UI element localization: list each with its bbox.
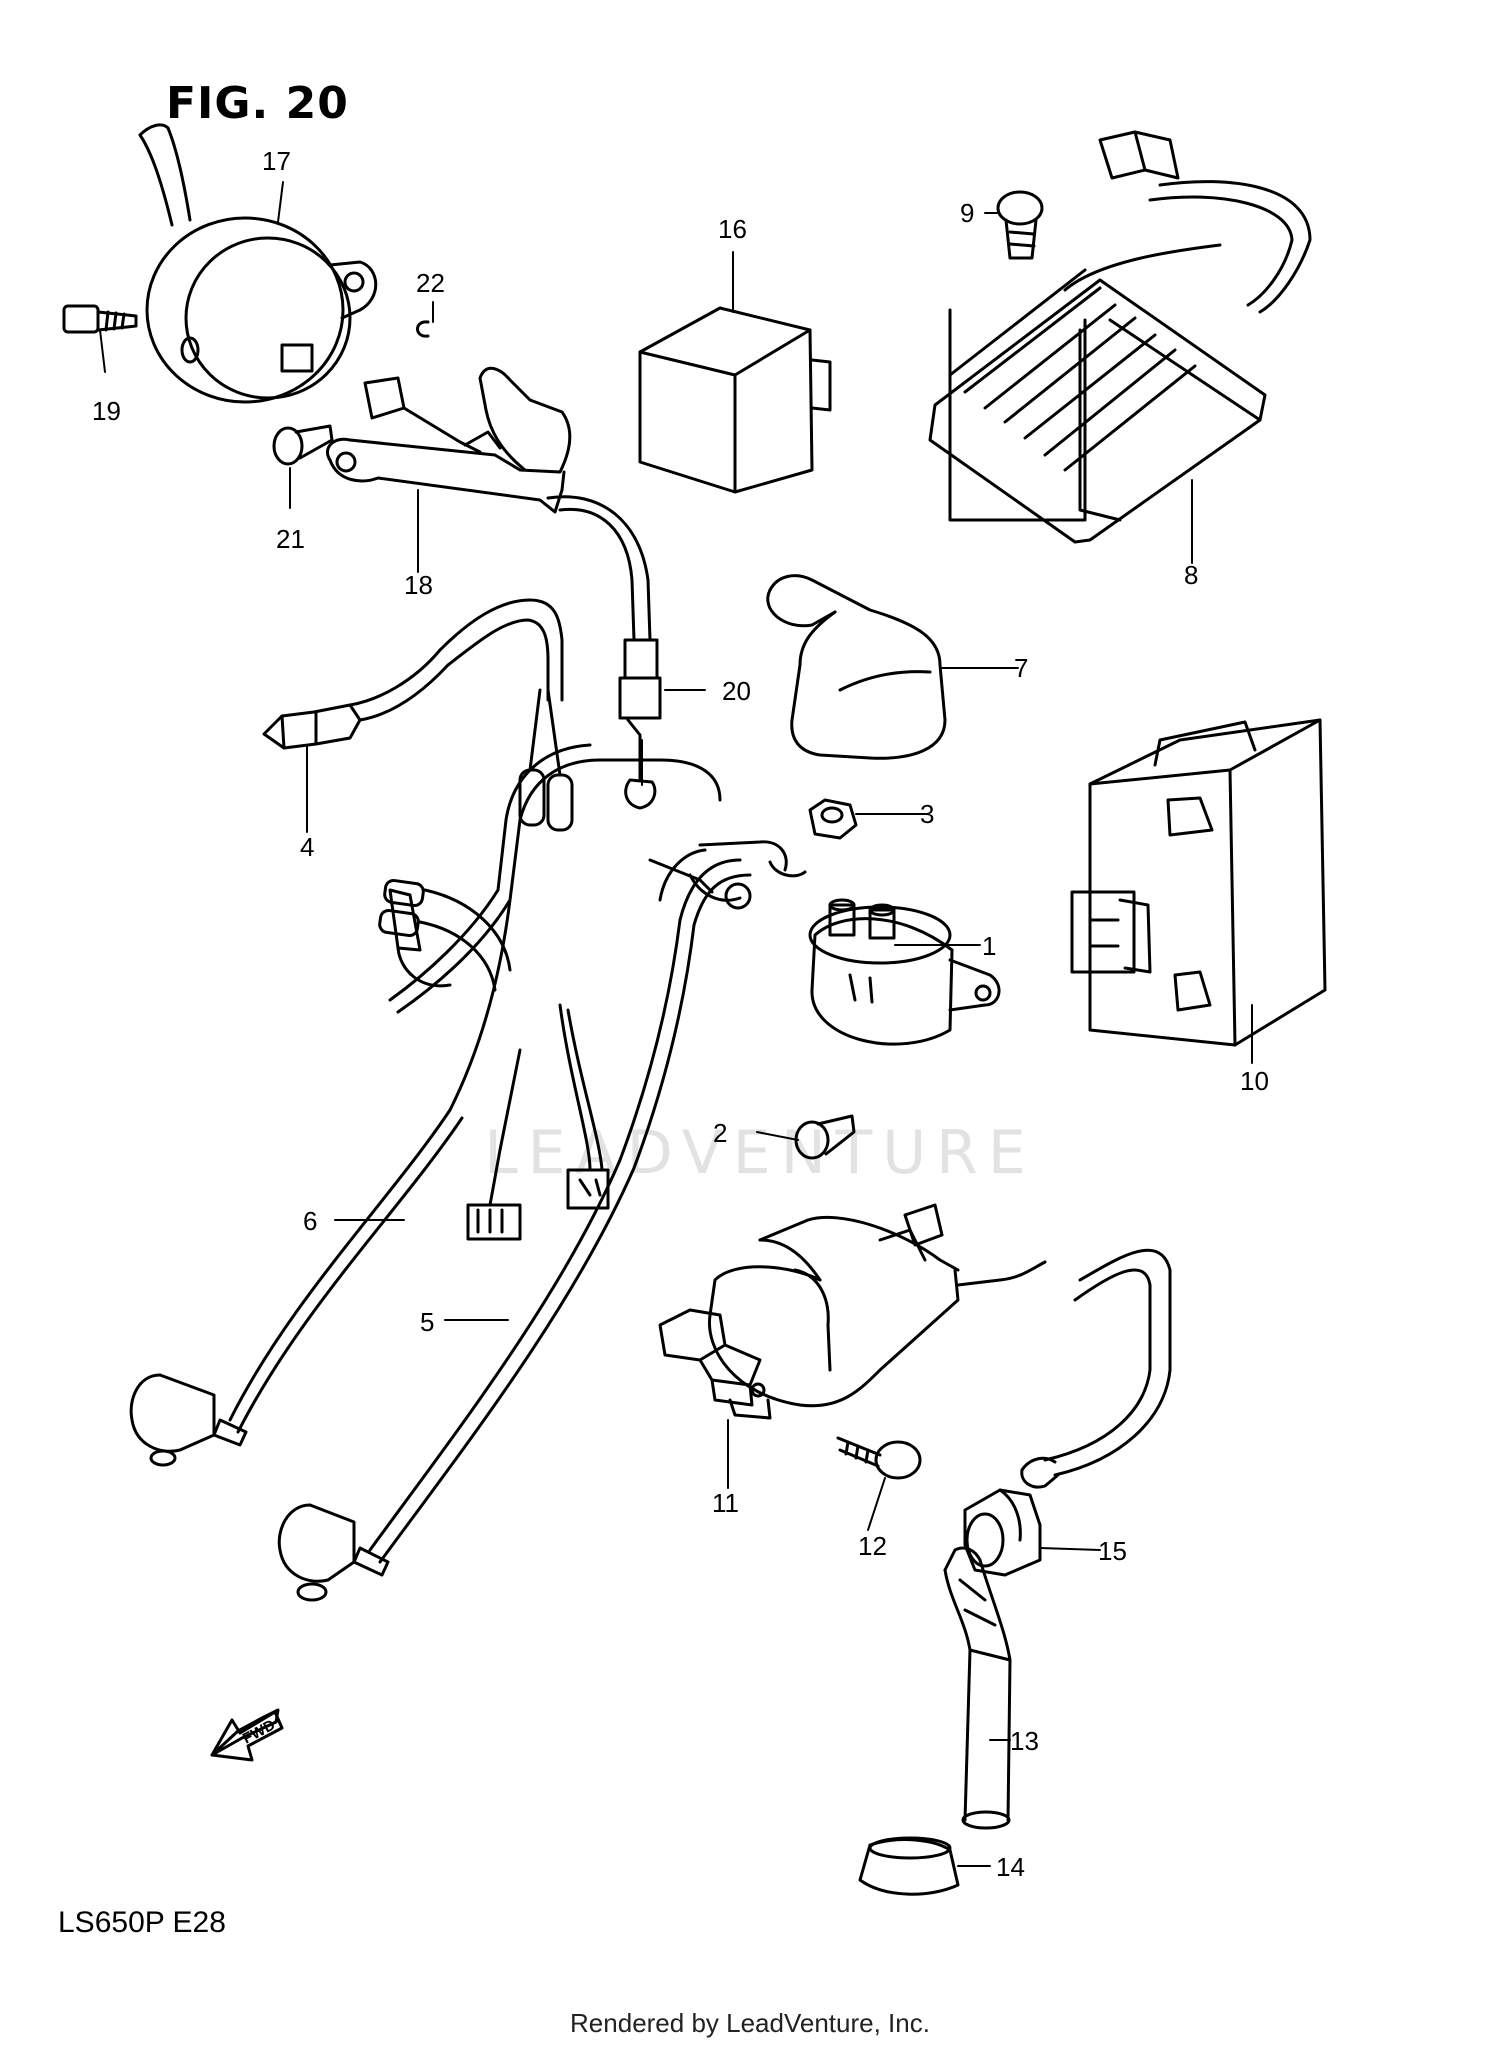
- model-code: LS650P E28: [58, 1906, 226, 1939]
- part-7-rubber-boot[interactable]: [766, 574, 947, 760]
- part-22-clip[interactable]: [416, 320, 430, 338]
- callout-18: 18: [404, 570, 433, 600]
- part-15-plug-seal[interactable]: [963, 1488, 1042, 1577]
- part-6-high-tension-cord[interactable]: [129, 743, 722, 1467]
- callout-12: 12: [858, 1531, 887, 1561]
- part-16-relay-block[interactable]: [638, 306, 832, 494]
- part-9-screw[interactable]: [996, 190, 1044, 260]
- callout-15: 15: [1098, 1536, 1127, 1566]
- part-6-wire-ends[interactable]: [378, 858, 807, 1241]
- callout-1: 1: [982, 931, 996, 961]
- part-18-bracket[interactable]: [326, 366, 572, 514]
- part-2-bolt[interactable]: [794, 1114, 856, 1160]
- part-19-screw[interactable]: [62, 304, 138, 334]
- callout-6: 6: [303, 1206, 317, 1236]
- part-8-regulator-rectifier[interactable]: [928, 130, 1312, 544]
- fwd-arrow-icon: [210, 1708, 284, 1762]
- callout-2: 2: [713, 1118, 727, 1148]
- callout-3: 3: [920, 799, 934, 829]
- callout-17: 17: [262, 146, 291, 176]
- callout-14: 14: [996, 1852, 1025, 1882]
- footer-credit: Rendered by LeadVenture, Inc.: [570, 2008, 930, 2038]
- callout-4: 4: [300, 832, 314, 862]
- callout-21: 21: [276, 524, 305, 554]
- callout-19: 19: [92, 396, 121, 426]
- callout-7: 7: [1014, 653, 1028, 683]
- callout-22: 22: [416, 268, 445, 298]
- part-3-nut[interactable]: [808, 798, 858, 840]
- part-17-relay-housing[interactable]: [138, 123, 378, 404]
- part-20-switch-cable[interactable]: [546, 495, 662, 810]
- watermark: LEADVENTURE: [484, 1118, 1036, 1188]
- part-13-plug-cap[interactable]: [943, 1248, 1172, 1830]
- part-11-ignition-coil[interactable]: [658, 1203, 1047, 1420]
- callout-13: 13: [1010, 1726, 1039, 1756]
- part-14-rubber-seal[interactable]: [858, 1836, 960, 1896]
- callout-16: 16: [718, 214, 747, 244]
- callout-5: 5: [420, 1307, 434, 1337]
- callout-labels: 17 22 19 21 18 16 9 8 7 20 4 3 1 10 2 6 …: [92, 146, 1269, 1882]
- leader-lines: [99, 181, 1253, 1867]
- part-5-high-tension-cord[interactable]: [277, 840, 788, 1602]
- callout-20: 20: [722, 676, 751, 706]
- part-10-igniter[interactable]: [1070, 718, 1327, 1047]
- callout-10: 10: [1240, 1066, 1269, 1096]
- callout-9: 9: [960, 198, 974, 228]
- part-4-wiring-harness[interactable]: [262, 598, 574, 832]
- callout-11: 11: [712, 1488, 739, 1518]
- figure-title: FIG. 20: [166, 78, 349, 129]
- callout-8: 8: [1184, 560, 1198, 590]
- part-21-bolt[interactable]: [272, 424, 334, 466]
- part-12-screw[interactable]: [836, 1436, 922, 1480]
- part-1-starter-relay[interactable]: [808, 898, 1001, 1046]
